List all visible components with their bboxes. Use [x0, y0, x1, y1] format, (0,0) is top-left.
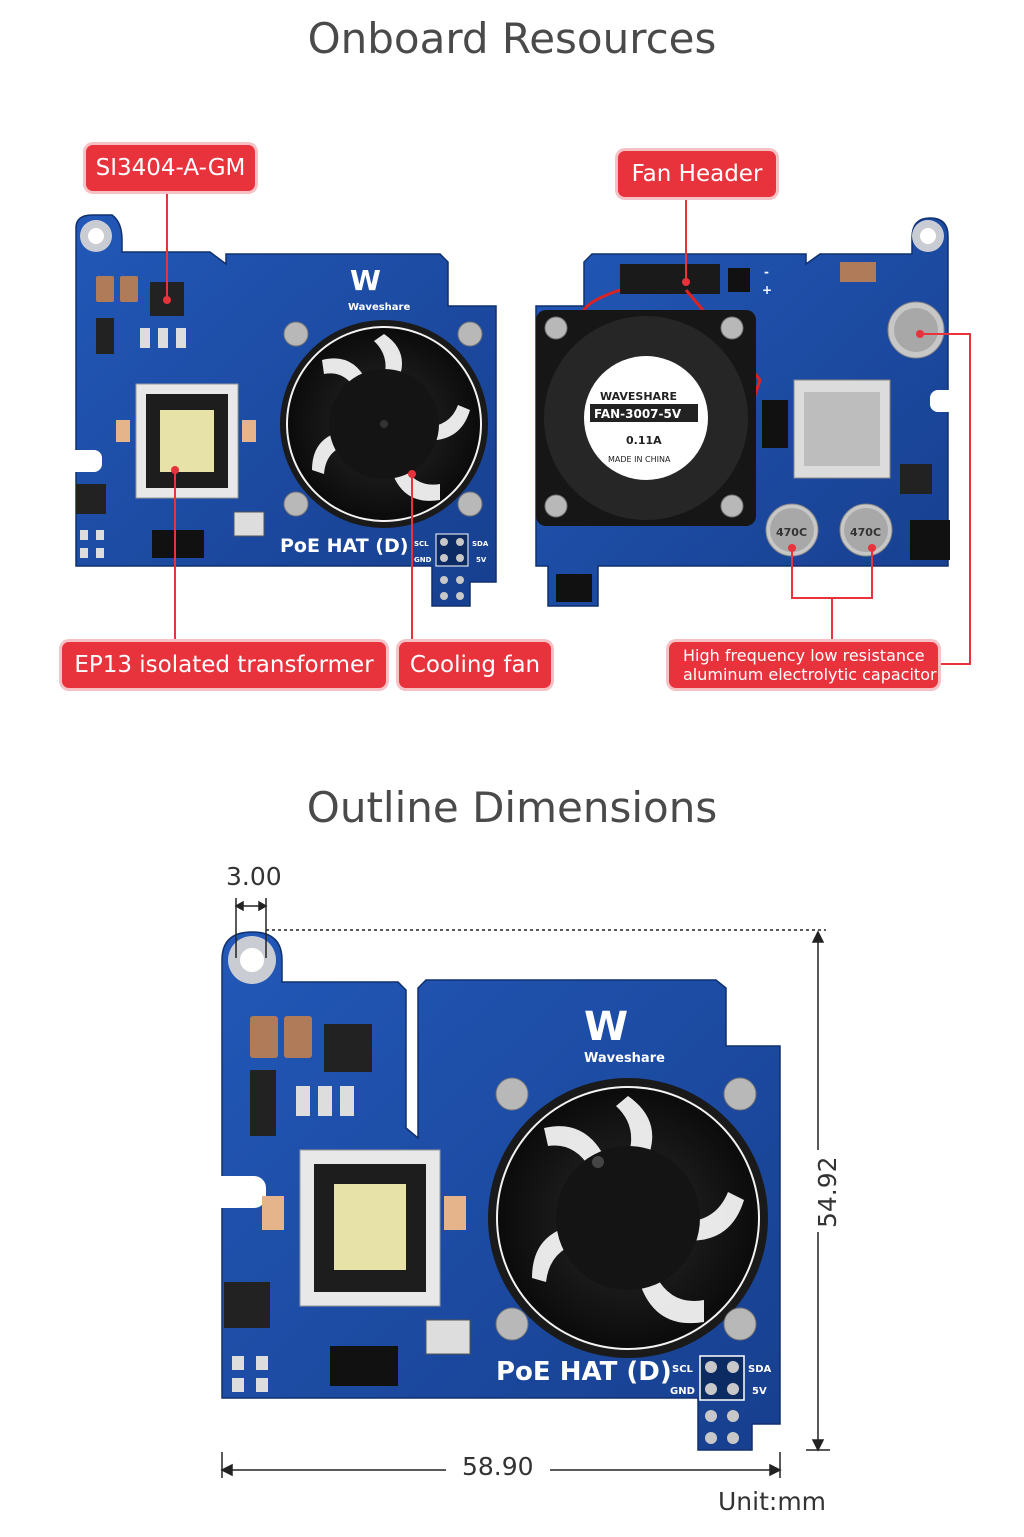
callout-fan-header: Fan Header — [618, 151, 776, 197]
pin-sda-label: SDA — [472, 540, 489, 548]
height-dimension-label: 54.92 — [813, 1156, 842, 1228]
callout-si3404: SI3404-A-GM — [86, 145, 255, 191]
callout-dots — [163, 278, 924, 552]
cooling-fan-front — [280, 320, 488, 528]
cap2-label: 470C — [850, 526, 881, 539]
pin-5v-label-large: 5V — [752, 1386, 767, 1397]
fan-plus-label: + — [762, 283, 772, 297]
waveshare-logo-large: W — [584, 1004, 628, 1050]
onboard-resources-title: Onboard Resources — [307, 14, 717, 63]
dimension-lines — [220, 898, 830, 1478]
fan-header-connector — [620, 264, 720, 294]
fan-brand-label: WAVESHARE — [600, 390, 677, 403]
pin-gnd-label: GND — [414, 556, 432, 564]
cap1-label: 470C — [776, 526, 807, 539]
board-name-label-large: PoE HAT (D) — [496, 1357, 672, 1387]
fan-origin-label: MADE IN CHINA — [608, 455, 671, 464]
board-back-top: - + WAVESHARE FAN-3007-5V 0.11A MADE IN … — [535, 217, 960, 607]
pin-header — [435, 533, 469, 600]
brand-label: Waveshare — [348, 302, 410, 313]
callout-transformer: EP13 isolated transformer — [62, 642, 386, 688]
pin-gnd-label-large: GND — [670, 1386, 695, 1397]
waveshare-logo: W — [350, 264, 381, 297]
board-name-label: PoE HAT (D) — [280, 535, 408, 557]
brand-label-large: Waveshare — [584, 1051, 665, 1066]
cooling-fan-back: WAVESHARE FAN-3007-5V 0.11A MADE IN CHIN… — [536, 310, 756, 526]
capacitor-2: 470C — [839, 503, 893, 557]
pin-scl-label: SCL — [414, 540, 429, 548]
callout-cooling-fan: Cooling fan — [399, 642, 551, 688]
pin-sda-label-large: SDA — [748, 1364, 772, 1375]
callout-capacitor-line1: High frequency low resistance — [683, 646, 925, 665]
capacitor-3 — [887, 301, 945, 359]
fan-minus-label: - — [764, 265, 769, 279]
pin-scl-label-large: SCL — [672, 1364, 694, 1375]
pin-5v-label: 5V — [476, 556, 487, 564]
callout-leaders — [166, 192, 971, 665]
hole-offset-label: 3.00 — [226, 862, 282, 891]
width-dimension-label: 58.90 — [462, 1452, 534, 1481]
cooling-fan-large — [488, 1078, 768, 1358]
callout-capacitor: High frequency low resistance aluminum e… — [669, 642, 938, 688]
board-front-top: W Waveshare PoE HAT (D) SCL SDA GND 5V — [66, 214, 497, 607]
fan-model-label: FAN-3007-5V — [594, 407, 682, 421]
fan-current-label: 0.11A — [626, 434, 662, 447]
outline-dimensions-title: Outline Dimensions — [306, 783, 718, 832]
capacitor-1: 470C — [765, 503, 819, 557]
pin-header-large — [699, 1355, 745, 1444]
callout-capacitor-line2: aluminum electrolytic capacitor — [683, 665, 937, 684]
unit-label: Unit:mm — [718, 1487, 827, 1516]
board-outline: W Waveshare PoE HAT (D) SCL SDA GND 5V — [210, 931, 781, 1451]
